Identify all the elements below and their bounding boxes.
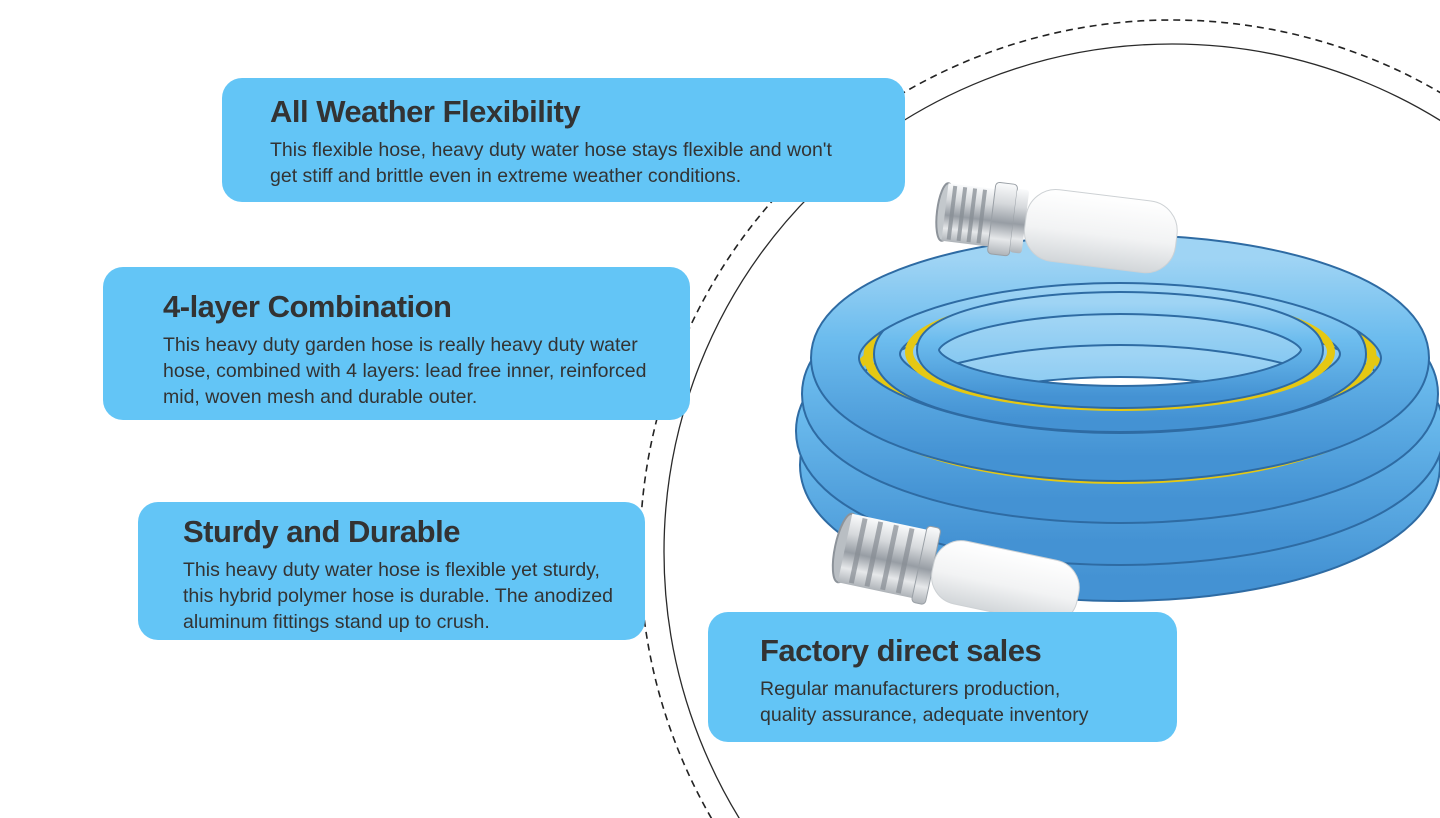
feature-body-line: get stiff and brittle even in extreme we…: [270, 165, 742, 187]
feature-body: This flexible hose, heavy duty water hos…: [270, 137, 905, 189]
white-grip-top: [1023, 189, 1178, 274]
feature-title: Factory direct sales: [760, 633, 1042, 668]
feature-title: Sturdy and Durable: [183, 514, 460, 549]
hose-fitting-top: [935, 181, 1178, 274]
feature-title: All Weather Flexibility: [270, 94, 581, 129]
hose-fitting-bottom: [831, 512, 1080, 625]
feature-body: This heavy duty water hose is flexible y…: [183, 557, 645, 635]
hose-coil: [795, 234, 1440, 602]
feature-body-line: This heavy duty garden hose is really he…: [163, 334, 638, 356]
feature-body-line: aluminum fittings stand up to crush.: [183, 611, 490, 633]
feature-body-line: Regular manufacturers production,: [760, 678, 1061, 700]
feature-body-line: this hybrid polymer hose is durable. The…: [183, 585, 613, 607]
feature-body-line: hose, combined with 4 layers: lead free …: [163, 360, 647, 382]
feature-box-factory-direct-sales: Factory direct sales Regular manufacture…: [708, 612, 1177, 742]
feature-body-line: quality assurance, adequate inventory: [760, 704, 1089, 726]
feature-body-line: This heavy duty water hose is flexible y…: [183, 559, 600, 581]
feature-body-line: This flexible hose, heavy duty water hos…: [270, 139, 832, 161]
product-image-hose: [795, 181, 1440, 625]
decorative-solid-circle: [663, 43, 1440, 818]
feature-body-line: mid, woven mesh and durable outer.: [163, 386, 478, 408]
feature-box-sturdy-and-durable: Sturdy and Durable This heavy duty water…: [138, 502, 645, 640]
feature-body: Regular manufacturers production, qualit…: [760, 676, 1177, 728]
feature-title: 4-layer Combination: [163, 289, 452, 324]
feature-body: This heavy duty garden hose is really he…: [163, 332, 690, 410]
feature-box-4-layer-combination: 4-layer Combination This heavy duty gard…: [103, 267, 690, 420]
feature-box-all-weather-flexibility: All Weather Flexibility This flexible ho…: [222, 78, 905, 202]
